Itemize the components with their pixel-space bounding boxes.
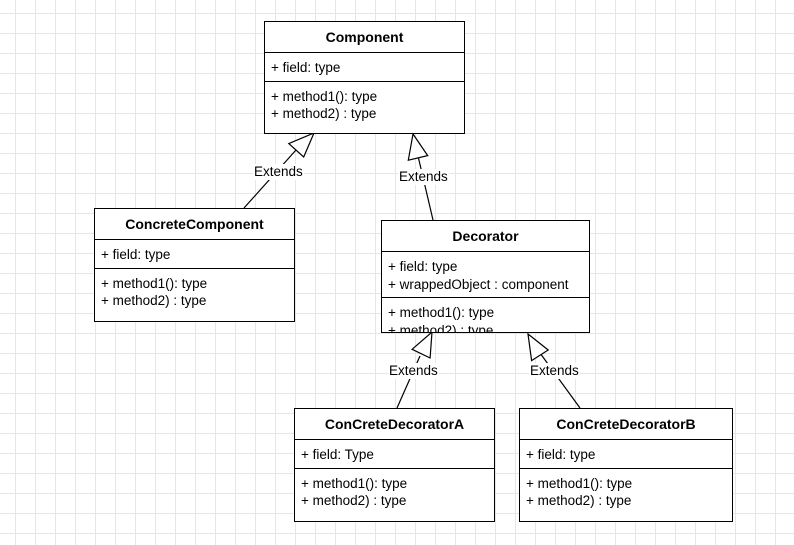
methods-section: + method1(): type + method2) : type: [520, 467, 732, 514]
edge-label-concrete-component: Extends: [253, 164, 304, 180]
edge-decorator-b-to-decorator[interactable]: [527, 332, 581, 409]
methods-section: + method1(): type + method2) : type: [295, 467, 494, 514]
field: + field: type: [271, 60, 341, 75]
edge-label-decorator-b: Extends: [529, 363, 580, 379]
method: + method1(): type: [388, 305, 495, 320]
edge-decorator-a-to-decorator[interactable]: [396, 330, 433, 409]
class-name: ConCreteDecoratorA: [295, 409, 494, 440]
inheritance-arrowhead-icon: [287, 131, 316, 159]
method: + method2) : type: [271, 106, 377, 121]
class-concrete-decorator-a[interactable]: ConCreteDecoratorA + field: Type + metho…: [294, 408, 495, 522]
field: + field: type: [388, 259, 458, 274]
class-decorator[interactable]: Decorator + field: type + wrappedObject …: [381, 220, 590, 333]
inheritance-arrowhead-icon: [407, 132, 429, 161]
methods-section: + method1(): type + method2) : type: [95, 267, 294, 314]
fields-section: + field: type: [265, 53, 464, 81]
field: + wrappedObject : component: [388, 276, 569, 292]
method: + method1(): type: [271, 88, 378, 104]
class-name: Decorator: [382, 221, 589, 252]
class-name: ConcreteComponent: [95, 209, 294, 240]
class-name: Component: [265, 22, 464, 53]
fields-section: + field: type + wrappedObject : componen…: [382, 252, 589, 297]
method: + method2) : type: [388, 322, 494, 333]
methods-section: + method1(): type + method2) : type: [265, 80, 464, 127]
class-name: ConCreteDecoratorB: [520, 409, 732, 440]
class-concrete-decorator-b[interactable]: ConCreteDecoratorB + field: type + metho…: [519, 408, 733, 522]
edge-line: [417, 155, 434, 221]
fields-section: + field: type: [520, 440, 732, 468]
method: + method2) : type: [101, 293, 207, 308]
method: + method2) : type: [526, 493, 632, 508]
edge-decorator-to-component[interactable]: [407, 132, 434, 221]
method: + method1(): type: [101, 275, 208, 291]
field: + field: Type: [301, 447, 374, 462]
field: + field: type: [101, 247, 171, 262]
edge-label-decorator-a: Extends: [388, 363, 439, 379]
edge-line: [539, 352, 581, 409]
inheritance-arrowhead-icon: [527, 332, 550, 362]
class-component[interactable]: Component + field: type + method1(): typ…: [264, 21, 465, 134]
methods-section: + method1(): type + method2) : type: [382, 297, 589, 333]
class-concrete-component[interactable]: ConcreteComponent + field: type + method…: [94, 208, 295, 322]
field: + field: type: [526, 447, 596, 462]
method: + method1(): type: [301, 475, 408, 491]
fields-section: + field: type: [95, 240, 294, 268]
method: + method2) : type: [301, 493, 407, 508]
edge-label-decorator: Extends: [398, 169, 449, 185]
inheritance-arrowhead-icon: [411, 330, 433, 359]
method: + method1(): type: [526, 475, 633, 491]
fields-section: + field: Type: [295, 440, 494, 468]
